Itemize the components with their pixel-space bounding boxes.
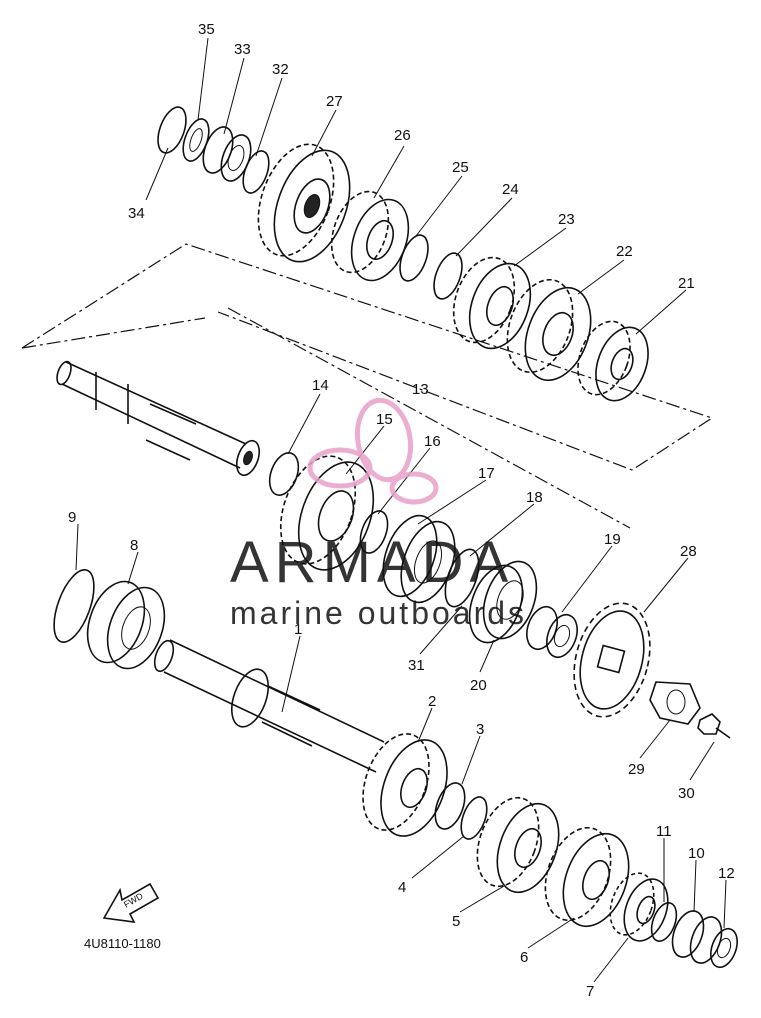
part-25-circlip (399, 234, 429, 282)
callout-21: 21 (678, 275, 695, 292)
part-1-drive-axle (153, 639, 385, 773)
callout-15: 15 (376, 411, 393, 428)
callout-31: 31 (408, 657, 425, 674)
part-22-gear (506, 278, 592, 382)
callout-11: 11 (656, 823, 672, 840)
callout-12: 12 (718, 865, 735, 882)
callout-10: 10 (688, 845, 705, 862)
callout-17: 17 (478, 465, 495, 482)
diagram-code: 4U8110-1180 (84, 936, 161, 951)
callout-9: 9 (68, 509, 76, 526)
part-11-washer (650, 902, 678, 942)
callout-20: 20 (470, 677, 487, 694)
callout-7: 7 (586, 983, 594, 1000)
part-20-bearing (468, 560, 538, 644)
assembly-outline-upper (21, 243, 714, 471)
callout-33: 33 (234, 41, 251, 58)
callout-4: 4 (398, 879, 406, 896)
part-29-lock-washer (649, 681, 701, 725)
part-2-gear (362, 733, 448, 837)
callout-28: 28 (680, 543, 697, 560)
callout-16: 16 (424, 433, 441, 450)
part-21-gear (577, 320, 649, 402)
assembly-outline-lower (227, 307, 631, 529)
callout-34: 34 (128, 205, 145, 222)
watermark-logo-icon (307, 397, 439, 505)
part-23-gear (452, 256, 532, 350)
part-32-washer (242, 150, 270, 194)
part-14-circlip (268, 452, 300, 496)
part-7-gear (609, 872, 669, 942)
callout-30: 30 (678, 785, 695, 802)
callout-14: 14 (312, 377, 329, 394)
callout-13: 13 (412, 381, 429, 398)
callout-8: 8 (130, 537, 138, 554)
part-8-bearing (86, 580, 166, 670)
part-34-circlip (157, 106, 187, 154)
part-33-bearing (202, 126, 252, 182)
callout-5: 5 (452, 913, 460, 930)
part-24-washer (433, 252, 463, 300)
callout-2: 2 (428, 693, 436, 710)
callout-24: 24 (502, 181, 519, 198)
callout-6: 6 (520, 949, 528, 966)
leader-lines (75, 37, 727, 983)
part-6-gear (544, 826, 630, 928)
part-16-washer (359, 510, 389, 554)
part-13-main-axle (56, 360, 261, 477)
watermark: ARMADA marine outboards (230, 397, 527, 631)
callout-22: 22 (616, 243, 633, 260)
part-27-gear (257, 143, 351, 263)
callout-23: 23 (558, 211, 575, 228)
callout-labels: 35 33 32 34 27 26 25 24 23 22 21 14 13 1… (68, 21, 735, 1000)
callout-32: 32 (272, 61, 289, 78)
part-31-circlip (444, 548, 480, 608)
part-19-collar (526, 605, 578, 659)
part-12-collar (710, 927, 738, 969)
callout-25: 25 (452, 159, 469, 176)
callout-27: 27 (326, 93, 343, 110)
callout-35: 35 (198, 21, 215, 38)
callout-26: 26 (394, 127, 411, 144)
part-3-washer (434, 782, 466, 830)
callout-18: 18 (526, 489, 543, 506)
callout-19: 19 (604, 531, 621, 548)
watermark-tagline: marine outboards (230, 595, 527, 631)
part-28-drive-sprocket (573, 602, 651, 718)
forward-arrow-icon: FWD (102, 882, 160, 923)
part-30-bolt (697, 713, 731, 739)
part-4-circlip (460, 796, 488, 840)
watermark-brand: ARMADA (230, 530, 514, 595)
callout-29: 29 (628, 761, 645, 778)
part-5-gear (476, 796, 560, 894)
callout-3: 3 (476, 721, 484, 738)
callout-1: 1 (294, 621, 302, 638)
part-9-circlip (53, 569, 95, 643)
